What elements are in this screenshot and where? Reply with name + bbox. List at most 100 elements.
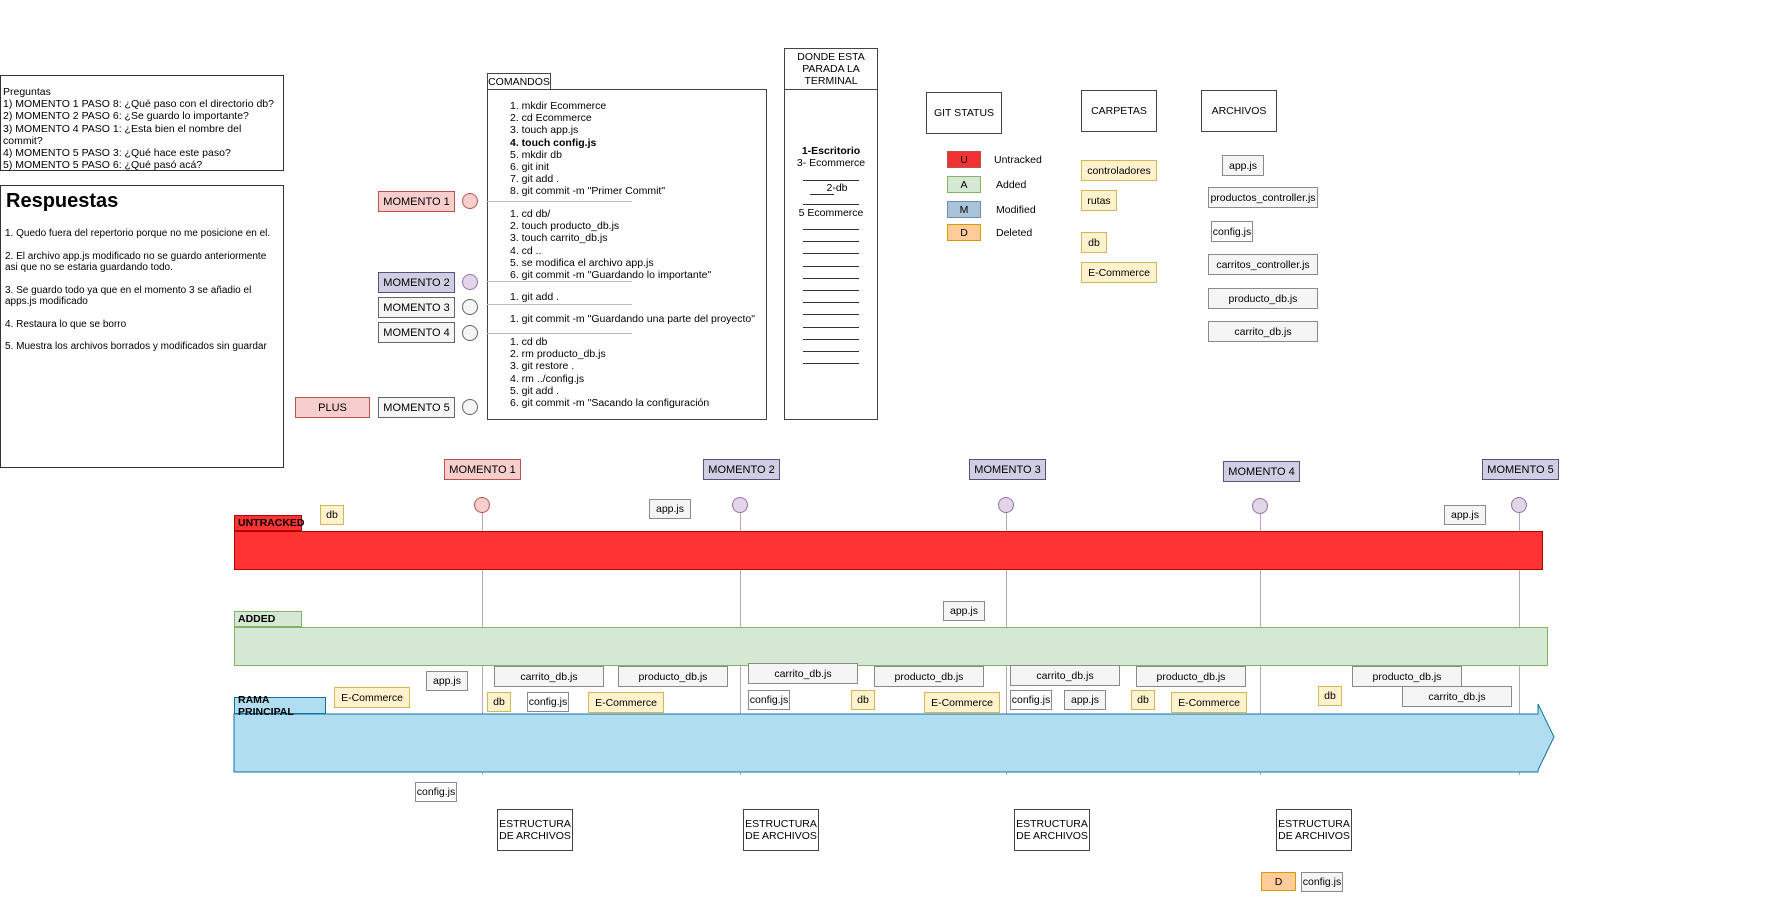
main-db-folder-4: db bbox=[1318, 686, 1342, 706]
terminal-blank-line bbox=[803, 326, 859, 328]
carpetas-title: CARPETAS bbox=[1081, 90, 1157, 132]
estructura-archivos-3: ESTRUCTURA DE ARCHIVOS bbox=[1014, 809, 1090, 851]
respuesta-item: 4. Restaura lo que se borro bbox=[5, 318, 127, 330]
pregunta-item: 3) MOMENTO 4 PASO 1: ¿Esta bien el nombr… bbox=[3, 122, 242, 147]
terminal-blank-line bbox=[803, 277, 859, 279]
momento-5-label: MOMENTO 5 bbox=[378, 397, 455, 418]
estructura-archivos-2: ESTRUCTURA DE ARCHIVOS bbox=[743, 809, 819, 851]
terminal-blank-line bbox=[803, 253, 859, 255]
untracked-legend-label: Untracked bbox=[994, 154, 1042, 166]
momento-3-marker bbox=[462, 299, 478, 315]
estructura-label: ESTRUCTURA bbox=[745, 818, 817, 830]
comando-item: 5. se modifica el archivo app.js bbox=[510, 256, 654, 269]
preguntas-box: Preguntas 1) MOMENTO 1 PASO 8: ¿Qué paso… bbox=[0, 75, 284, 171]
terminal-rule bbox=[810, 194, 834, 195]
comandos-group-3: 1. git add . bbox=[510, 291, 559, 303]
main-producto-db-4: producto_db.js bbox=[1352, 666, 1462, 687]
timeline-momento-3: MOMENTO 3 bbox=[969, 459, 1046, 480]
momento-1-label: MOMENTO 1 bbox=[378, 191, 455, 212]
respuestas-box: Respuestas 1. Quedo fuera del repertorio… bbox=[0, 185, 284, 468]
main-config-js-1: config.js bbox=[527, 692, 569, 712]
archivos-title: ARCHIVOS bbox=[1201, 90, 1277, 132]
deleted-swatch: D bbox=[947, 224, 981, 241]
comandos-box bbox=[487, 89, 767, 420]
momento-2-marker bbox=[462, 274, 478, 290]
main-config-js-2: config.js bbox=[748, 690, 790, 710]
comandos-group-5: 1. cd db 2. rm producto_db.js 3. git res… bbox=[510, 336, 709, 409]
main-db-folder-3: db bbox=[1131, 690, 1155, 710]
deleted-badge: D bbox=[1261, 872, 1296, 891]
deleted-config-js: config.js bbox=[1301, 872, 1343, 892]
comando-item: 1. mkdir Ecommerce bbox=[510, 100, 607, 112]
momento-4-marker bbox=[462, 325, 478, 341]
archivo-carrito-db: carrito_db.js bbox=[1208, 321, 1318, 342]
terminal-title-line: DONDE ESTA bbox=[797, 51, 865, 63]
terminal-blank-line bbox=[803, 338, 859, 340]
main-ecommerce-folder-3: E-Commerce bbox=[1171, 692, 1247, 713]
added-swatch: A bbox=[947, 176, 981, 193]
main-app-js-0: app.js bbox=[426, 671, 468, 691]
terminal-title-line: PARADA LA bbox=[802, 63, 860, 75]
main-branch-label: RAMA PRINCIPAL bbox=[234, 694, 326, 718]
terminal-rule bbox=[803, 204, 859, 205]
separator bbox=[487, 281, 632, 282]
respuesta-item: 3. Se guardo todo ya que en el momento 3… bbox=[5, 284, 252, 308]
git-status-title: GIT STATUS bbox=[926, 92, 1002, 134]
untracked-app-js-m2: app.js bbox=[649, 499, 691, 519]
separator bbox=[487, 201, 632, 202]
estructura-label: DE ARCHIVOS bbox=[499, 830, 571, 842]
comando-item: 2. cd Ecommerce bbox=[510, 112, 592, 125]
pregunta-item: 4) MOMENTO 5 PASO 3: ¿Qué hace este paso… bbox=[3, 147, 231, 160]
modified-legend-label: Modified bbox=[996, 204, 1036, 216]
preguntas-title: Preguntas bbox=[3, 86, 51, 98]
estructura-label: ESTRUCTURA bbox=[499, 818, 571, 830]
archivo-config-js: config.js bbox=[1211, 221, 1253, 242]
terminal-line-1: 1-Escritorio bbox=[801, 145, 861, 157]
main-carrito-db-1: carrito_db.js bbox=[494, 666, 604, 687]
comandos-group-1: 1. mkdir Ecommerce 2. cd Ecommerce 3. to… bbox=[510, 100, 665, 198]
untracked-swatch: U bbox=[947, 151, 981, 168]
timeline-momento-2: MOMENTO 2 bbox=[703, 459, 780, 480]
estructura-label: ESTRUCTURA bbox=[1278, 818, 1350, 830]
comando-item: 8. git commit -m "Primer Commit" bbox=[510, 185, 666, 198]
terminal-blank-line bbox=[803, 241, 859, 243]
comando-item: 5. mkdir db bbox=[510, 148, 562, 161]
comando-item: 7. git add . bbox=[510, 173, 560, 186]
modified-swatch: M bbox=[947, 201, 981, 218]
terminal-blank-line bbox=[803, 229, 859, 230]
carpeta-ecommerce: E-Commerce bbox=[1081, 262, 1157, 283]
comando-item: 3. touch app.js bbox=[510, 124, 579, 137]
untracked-app-js-m5: app.js bbox=[1444, 505, 1486, 525]
momento-2-label: MOMENTO 2 bbox=[378, 272, 455, 293]
comando-item: 1. cd db bbox=[510, 336, 548, 348]
terminal-blank-line bbox=[803, 302, 859, 304]
terminal-blank-line bbox=[803, 290, 859, 291]
main-app-js-3: app.js bbox=[1064, 690, 1106, 710]
terminal-box bbox=[784, 89, 878, 420]
comando-item: 2. rm producto_db.js bbox=[510, 348, 606, 361]
terminal-line-3: 2-db bbox=[826, 182, 848, 194]
timeline-momento-5: MOMENTO 5 bbox=[1482, 459, 1559, 480]
terminal-blank-line bbox=[803, 314, 859, 316]
terminal-line-2: 3- Ecommerce bbox=[796, 157, 866, 169]
carpeta-controladores: controladores bbox=[1081, 160, 1157, 181]
timeline-momento-3-marker bbox=[998, 497, 1014, 513]
untracked-db-folder: db bbox=[320, 505, 344, 525]
untracked-lane bbox=[234, 531, 1543, 570]
comando-item: 1. cd db/ bbox=[510, 208, 551, 220]
main-config-js-3: config.js bbox=[1010, 690, 1052, 710]
comando-item: 6. git commit -m "Sacando la configuraci… bbox=[510, 397, 710, 410]
separator bbox=[487, 304, 632, 305]
main-ecommerce-folder-0: E-Commerce bbox=[334, 687, 410, 708]
pregunta-item: 1) MOMENTO 1 PASO 8: ¿Qué paso con el di… bbox=[3, 98, 274, 111]
main-ecommerce-folder-2: E-Commerce bbox=[924, 692, 1000, 713]
comando-item: 3. git restore . bbox=[510, 360, 575, 373]
terminal-blank-line bbox=[803, 363, 859, 365]
comando-item: 2. touch producto_db.js bbox=[510, 220, 620, 233]
comandos-title: COMANDOS bbox=[487, 73, 551, 90]
archivo-producto-db: producto_db.js bbox=[1208, 288, 1318, 309]
momento-3-label: MOMENTO 3 bbox=[378, 297, 455, 318]
timeline-momento-4: MOMENTO 4 bbox=[1223, 461, 1300, 482]
timeline-momento-1: MOMENTO 1 bbox=[444, 459, 521, 480]
estructura-label: DE ARCHIVOS bbox=[1016, 830, 1088, 842]
